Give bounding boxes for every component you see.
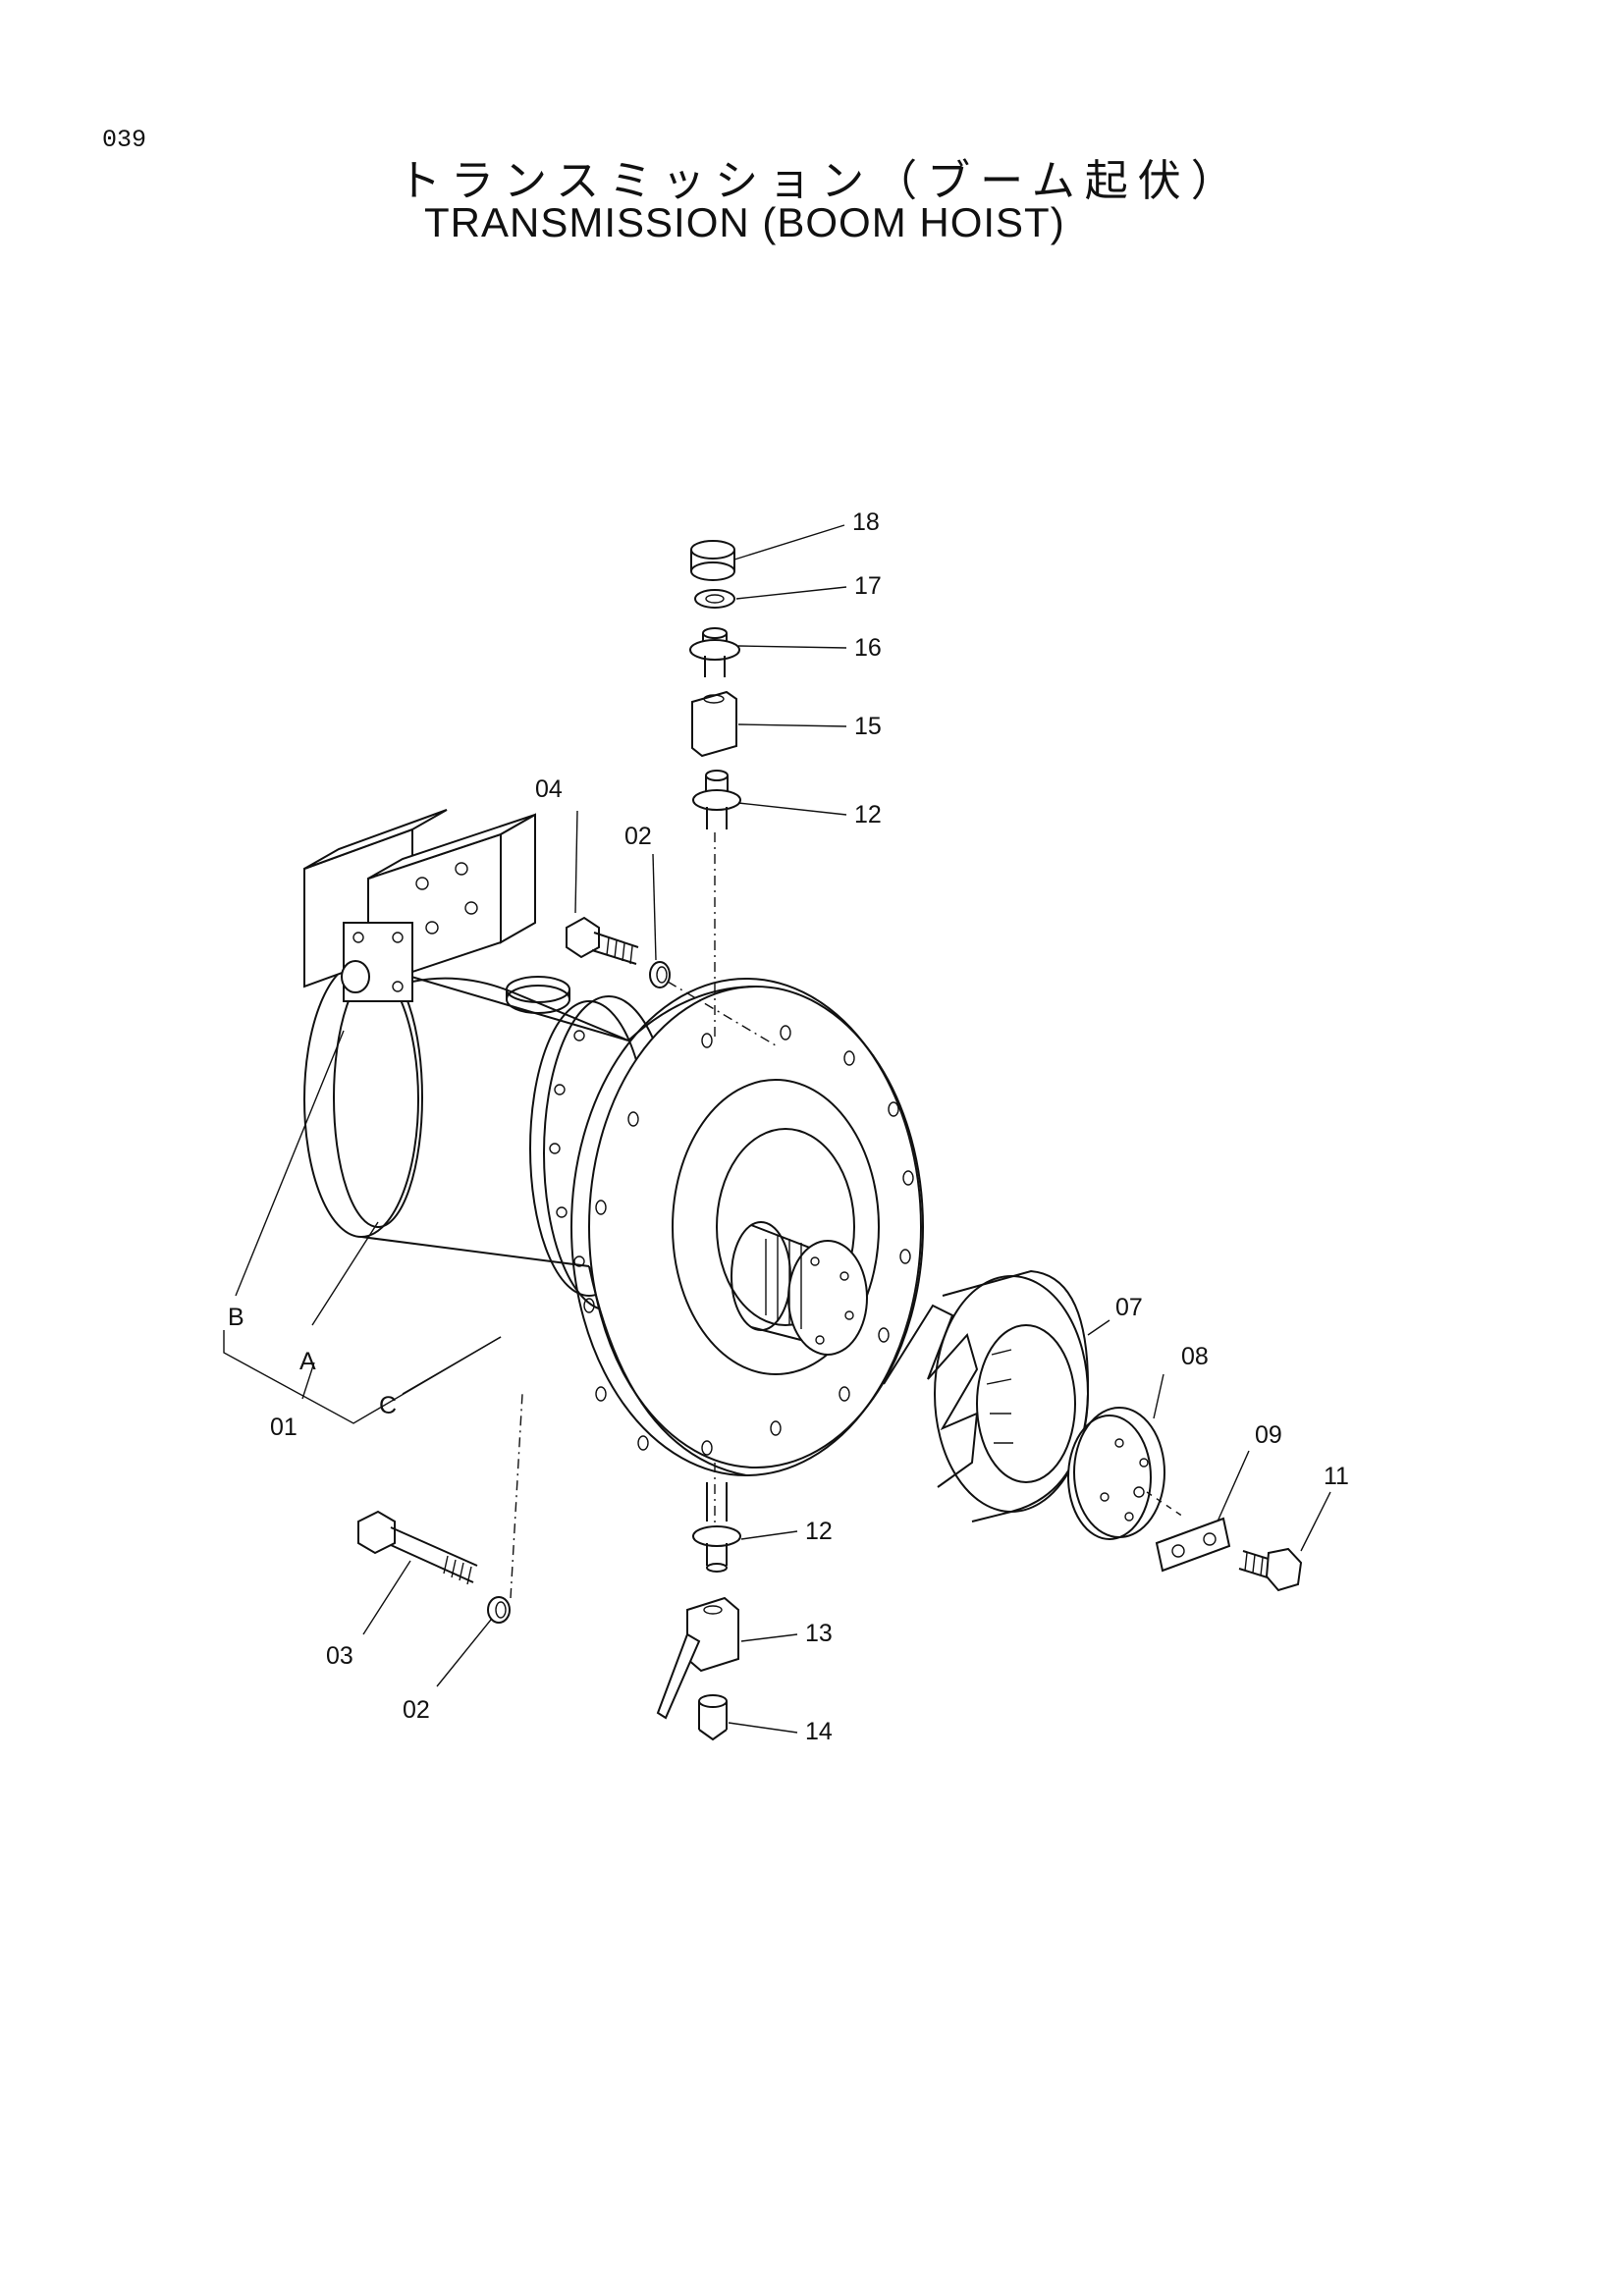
top-fitting-stack [689, 540, 741, 1041]
callout-02-bottom: 02 [403, 1696, 430, 1724]
callout-12-top: 12 [854, 801, 882, 828]
callout-11: 11 [1324, 1463, 1349, 1490]
callout-14: 14 [805, 1718, 833, 1745]
output-shaft [731, 1221, 868, 1356]
bolt-04 [566, 916, 639, 965]
callout-03: 03 [326, 1642, 353, 1670]
callout-17: 17 [854, 572, 882, 600]
callout-13: 13 [805, 1620, 833, 1647]
callout-02-top: 02 [624, 823, 652, 850]
bolt-11 [1238, 1547, 1303, 1592]
o-ring-02-bottom [487, 1393, 523, 1624]
callout-01: 01 [270, 1414, 298, 1441]
bolt-03 [357, 1510, 478, 1585]
lock-plate-09 [1155, 1517, 1231, 1573]
callout-12-bottom: 12 [805, 1518, 833, 1545]
plate-08 [1067, 1407, 1184, 1540]
callout-04: 04 [535, 775, 563, 803]
callout-A: A [299, 1348, 316, 1375]
o-ring-02-top [649, 961, 777, 1046]
callout-07: 07 [1115, 1294, 1143, 1321]
title-japanese: トランスミッション（ブーム起伏） [398, 156, 1244, 206]
transmission-assembly [303, 809, 924, 1476]
callout-18: 18 [852, 508, 880, 536]
callout-labels: 18 17 16 15 12 04 02 07 08 09 11 B A C 0… [228, 508, 1349, 1745]
title-english: TRANSMISSION (BOOM HOIST) [424, 199, 1065, 245]
leader-lines [235, 524, 1331, 1734]
assembly-bracket [223, 1330, 502, 1424]
callout-15: 15 [854, 713, 882, 740]
callout-B: B [228, 1304, 244, 1331]
valve-block [303, 809, 536, 1002]
callout-16: 16 [854, 634, 882, 662]
page-number: 039 [102, 126, 147, 154]
callout-09: 09 [1255, 1421, 1282, 1449]
callout-C: C [379, 1392, 397, 1419]
callout-08: 08 [1181, 1343, 1209, 1370]
gear-07 [883, 1269, 1090, 1522]
bottom-fitting-stack [656, 1463, 741, 1741]
flange-bolt-holes [583, 1025, 914, 1456]
